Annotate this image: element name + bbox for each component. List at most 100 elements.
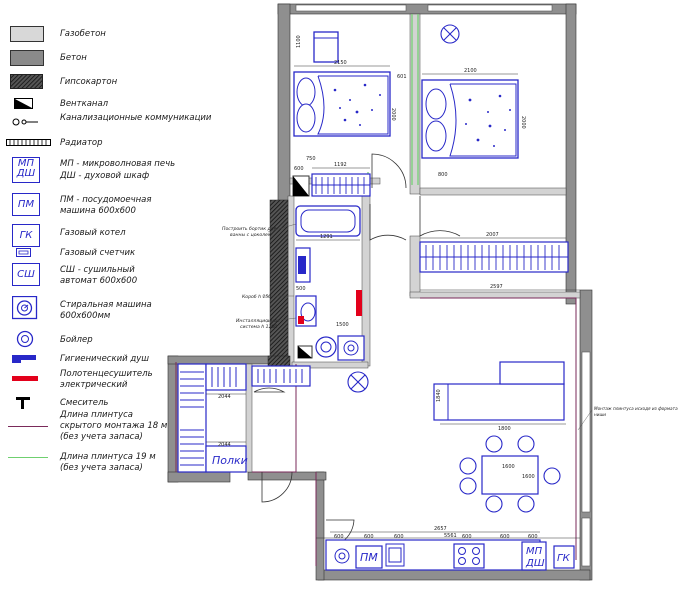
plinth-hidden-line — [8, 426, 48, 427]
bathroom — [295, 205, 369, 393]
wardrobe-hall-hangers — [425, 245, 560, 270]
dim-table-b: 1600 — [522, 474, 535, 480]
drywall-swatch — [10, 74, 43, 89]
bed-1-dots — [333, 83, 381, 126]
legend-radiator-text: Радиатор — [60, 138, 103, 148]
note-shower-2: ванны с цоколем — [230, 233, 272, 238]
legend-row-pm: ПМ ПМ - посудомоечная машина 600х600 — [0, 193, 240, 219]
dim-bed2-w: 2100 — [464, 68, 477, 74]
dim-table-a: 1600 — [502, 464, 515, 470]
legend-pm-text-2: машина 600х600 — [60, 206, 136, 216]
living-room — [433, 361, 565, 513]
dim-hall-depth: 1840 — [436, 389, 442, 402]
legend-plinth-hidden-text-1: Длина плинтуса — [60, 410, 134, 420]
hygienic-shower-icon — [12, 355, 36, 363]
legend-concrete-text: Бетон — [60, 53, 87, 63]
legend-row-mixer: Смеситель — [0, 396, 240, 410]
dim-closet-a: 2044 — [218, 394, 231, 400]
legend-row-boiler: Бойлер — [0, 330, 240, 348]
legend-towel-text-2: электрический — [60, 380, 128, 390]
legend-row-radiator: Радиатор — [0, 138, 240, 150]
kitchen: ПМ МП ДШ ГК — [325, 539, 575, 571]
gk-code: ГК — [19, 230, 33, 241]
sh-code: СШ — [17, 269, 35, 280]
plinth-purple — [175, 297, 577, 566]
dishwasher-label: ПМ — [360, 551, 378, 564]
boiler — [315, 336, 337, 358]
legend-sh-text-1: СШ - сушильный — [60, 265, 135, 275]
legend-dsh-text: ДШ - духовой шкаф — [60, 171, 150, 181]
mp-dsh-box-icon: МП ДШ — [12, 157, 40, 183]
legend-mp-text: МП - микроволновая печь — [60, 159, 176, 169]
bed-2-dots — [465, 94, 511, 147]
bedroom-1 — [292, 31, 391, 197]
dim-bath: 1291 — [320, 234, 333, 240]
dim-bed1-h: 2000 — [390, 108, 396, 121]
dim-kitchen-total: 5561 — [444, 533, 457, 539]
dim-bed2-side: 800 — [438, 172, 448, 178]
note-install-1: Инсталляционная — [236, 318, 280, 324]
bed-1-blanket — [317, 75, 389, 135]
legend-drywall-text: Гипсокартон — [60, 77, 118, 87]
legend-shower-text: Гигиенический душ — [60, 354, 150, 364]
dim-m4: 600 — [462, 534, 472, 540]
gk-box-icon: ГК — [12, 224, 40, 247]
dim-hall-w: 2597 — [490, 284, 503, 290]
dim-m3: 600 — [394, 534, 404, 540]
mp-dsh-box — [521, 541, 547, 571]
sh-box-icon: СШ — [12, 263, 40, 286]
legend-row-shower: Гигиенический душ — [0, 353, 240, 365]
shelves-label: Полки — [212, 454, 248, 467]
bed-1-pillows — [296, 77, 316, 133]
annotations: Построить бортик для ванны с цоколем Кор… — [222, 226, 678, 417]
legend-plinth-hidden-text-3: (без учета запаса) — [60, 432, 143, 442]
dim-bed1-w: 2150 — [334, 60, 347, 66]
note-plinth-2: ниши — [594, 412, 606, 417]
legend-row-plinth: Длина плинтуса 19 м (без учета запаса) — [0, 452, 240, 474]
hob — [453, 543, 485, 569]
dim-m6: 600 — [528, 534, 538, 540]
legend-plinth-text-2: (без учета запаса) — [60, 463, 143, 473]
towel-dryer-icon — [12, 376, 38, 381]
legend-plinth-text-1: Длина плинтуса 19 м — [60, 452, 156, 462]
kitchen-boiler — [334, 548, 350, 564]
dim-kitchen-run: 2657 — [434, 526, 447, 532]
dim-closet-b: 2044 — [218, 442, 231, 448]
legend-boiler-text: Бойлер — [60, 335, 93, 345]
gas-meter-icon — [16, 248, 31, 257]
leader-lines — [262, 223, 593, 431]
dim-sofa: 1800 — [498, 426, 511, 432]
legend-row-drywall: Гипсокартон — [0, 74, 240, 90]
bathtub — [295, 205, 361, 237]
dim-wardrobe1-side: 600 — [294, 166, 304, 172]
closet-left: Полки — [177, 363, 248, 473]
dsh-code: ДШ — [16, 168, 36, 179]
towel-dryer-bath-small — [298, 316, 304, 324]
legend-sewer-text: Канализационные коммуникации — [60, 113, 212, 123]
note-plinth-1: Монтаж плинтуса исходя из формата — [594, 406, 678, 411]
legend: Газобетон Бетон Гипсокартон Вентканал Ка… — [0, 0, 240, 600]
legend-gk-text: Газовый котел — [60, 228, 126, 238]
legend-row-sh: СШ СШ - сушильный автомат 600х600 — [0, 263, 240, 289]
chair-bedroom-1 — [313, 31, 339, 63]
legend-row-gk: ГК Газовый котел — [0, 224, 240, 247]
gasconcrete-swatch — [10, 26, 44, 42]
floor-plan: Полки ПМ — [167, 3, 678, 581]
legend-row-concrete: Бетон — [0, 50, 240, 66]
pm-code: ПМ — [17, 199, 35, 210]
legend-row-mp: МП ДШ МП - микроволновая печь ДШ - духов… — [0, 157, 240, 185]
washing-machine — [337, 335, 365, 361]
legend-gasconcrete-text: Газобетон — [60, 29, 106, 39]
dining-chairs — [459, 435, 561, 513]
bedroom-2 — [419, 24, 569, 273]
mp-code: МП — [17, 158, 35, 169]
note-install-2: система h 1200 — [240, 324, 277, 330]
drywall-sections — [267, 199, 291, 367]
sewer-bedroom-2 — [440, 24, 460, 44]
legend-washer-text-2: 600х600мм — [60, 311, 111, 321]
dim-bed2-h: 2000 — [520, 116, 526, 129]
dining-table — [481, 455, 539, 495]
legend-row-gasconcrete: Газобетон — [0, 26, 240, 42]
bed-2-blanket — [449, 83, 517, 157]
gk-box — [553, 545, 575, 569]
